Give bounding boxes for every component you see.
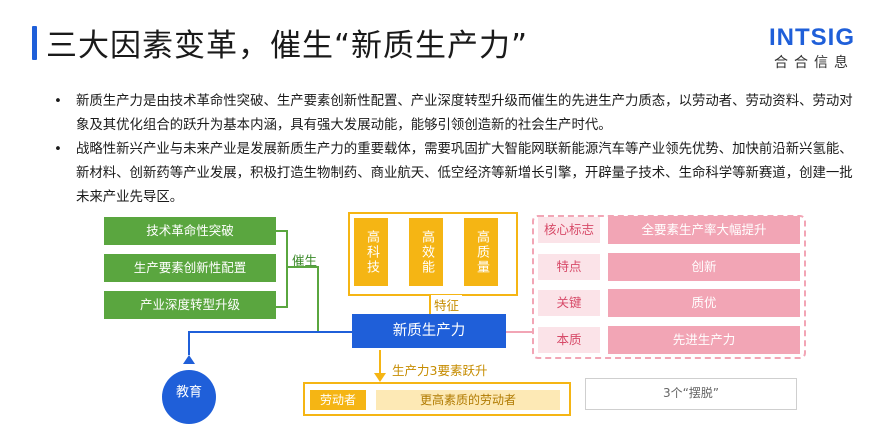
feature-label: 关键 [538, 290, 600, 316]
trait-connector [429, 294, 431, 314]
down-arrow-icon [374, 373, 386, 382]
title-accent-bar [32, 26, 37, 60]
feature-value: 全要素生产率大幅提升 [608, 216, 800, 244]
bullet-item: 新质生产力是由技术革命性突破、生产要素创新性配置、产业深度转型升级而催生的先进生… [52, 90, 862, 138]
up-arrow-icon [183, 355, 195, 364]
driver-box: 生产要素创新性配置 [104, 254, 276, 282]
driver-connector [317, 266, 319, 332]
escape-box: 3个“摆脱” [585, 378, 797, 410]
leap-value: 更高素质的劳动者 [376, 390, 560, 410]
trait-box: 高效能 [409, 218, 443, 286]
logo-subtext: 合合信息 [774, 55, 854, 71]
feature-label: 核心标志 [538, 217, 600, 243]
trait-box: 高科技 [354, 218, 388, 286]
leap-tag: 劳动者 [310, 390, 366, 410]
driver-connector [286, 266, 318, 268]
feature-value: 创新 [608, 253, 800, 281]
trait-box: 高质量 [464, 218, 498, 286]
education-connector [188, 331, 190, 355]
driver-box: 技术革命性突破 [104, 217, 276, 245]
feature-value: 质优 [608, 289, 800, 317]
bullet-list: 新质生产力是由技术革命性突破、生产要素创新性配置、产业深度转型升级而催生的先进生… [52, 90, 862, 210]
trait-label: 特征 [431, 295, 463, 314]
education-connector [188, 331, 352, 333]
center-box: 新质生产力 [352, 314, 506, 348]
feature-label: 特点 [538, 254, 600, 280]
education-circle: 教育 [162, 370, 216, 424]
bullet-item: 战略性新兴产业与未来产业是发展新质生产力的重要载体，需要巩固扩大智能网联新能源汽… [52, 138, 862, 210]
driver-box: 产业深度转型升级 [104, 291, 276, 319]
page-title: 三大因素变革，催生“新质生产力” [46, 28, 529, 64]
leap-label: 生产力3要素跃升 [389, 360, 491, 379]
leap-connector [379, 350, 381, 374]
driver-label: 催生 [292, 253, 318, 268]
feature-label: 本质 [538, 327, 600, 353]
feature-value: 先进生产力 [608, 326, 800, 354]
logo-text: INTSIG [768, 24, 855, 51]
feature-connector [506, 331, 532, 333]
driver-bracket [276, 230, 288, 308]
